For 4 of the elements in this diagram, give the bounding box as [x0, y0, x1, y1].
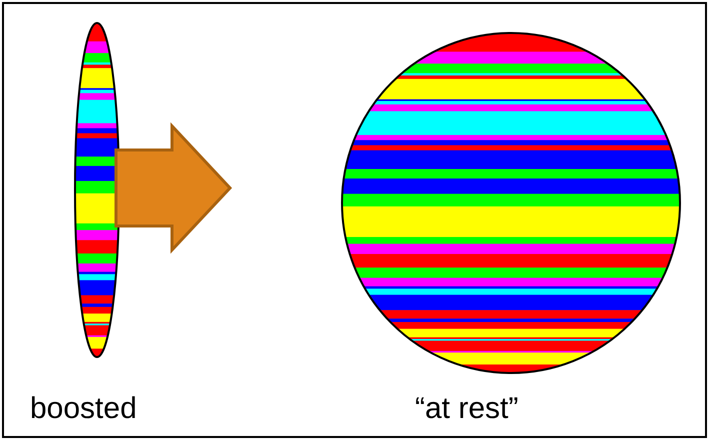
shape-caption: boosted	[30, 392, 137, 426]
striped-ellipse	[74, 22, 120, 358]
shape-caption: “at rest”	[415, 392, 518, 426]
striped-sphere	[341, 32, 681, 374]
